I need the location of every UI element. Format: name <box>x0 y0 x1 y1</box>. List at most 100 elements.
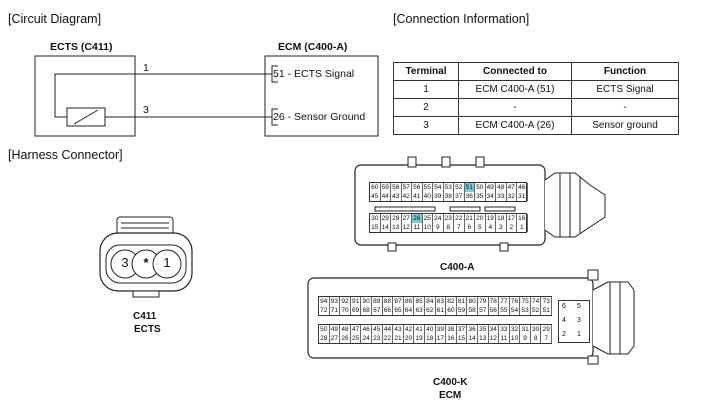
pin-cell: 24 <box>433 214 444 223</box>
c400a-label: C400-A <box>440 262 475 273</box>
connection-table: Terminal Connected to Function 1 ECM C40… <box>393 62 679 135</box>
pin-cell: 54 <box>433 183 444 192</box>
c411-label: C411 <box>133 311 157 322</box>
pin-cell: 46 <box>517 183 528 192</box>
pin-cell: 31 <box>520 325 531 334</box>
table-cell: ECM C400-A (51) <box>458 80 572 99</box>
table-cell: ECTS Signal <box>571 80 679 99</box>
pin-cell: 11 <box>499 334 510 343</box>
pin-cell: 51 <box>541 306 553 315</box>
pin-cell: 48 <box>496 183 507 192</box>
pin-cell: 43 <box>391 192 402 201</box>
pin-cell: 94 <box>319 297 330 306</box>
pin-cell: 86 <box>404 297 415 306</box>
pin-cell: 52 <box>531 306 542 315</box>
c400a-connector <box>354 156 606 252</box>
pin-cell: 47 <box>507 183 517 192</box>
pin-cell: 80 <box>467 297 478 306</box>
pin-cell: 14 <box>381 223 391 232</box>
pin-cell: 60 <box>370 183 381 192</box>
pin-cell: 1 <box>517 223 528 232</box>
col-terminal: Terminal <box>393 62 459 81</box>
pin-cell: 29 <box>381 214 391 223</box>
pin-cell: 66 <box>383 306 394 315</box>
table-cell: Sensor ground <box>571 116 679 135</box>
pin-cell: 6 <box>465 223 475 232</box>
wire-1 <box>54 73 272 117</box>
pin-cell: 25 <box>351 334 362 343</box>
pin-cell: 57 <box>402 183 412 192</box>
c411-connector <box>99 216 193 298</box>
pin-cell: 42 <box>404 325 415 334</box>
pin-cell: 87 <box>393 297 404 306</box>
pin-cell: 88 <box>383 297 394 306</box>
pin-cell: 50 <box>319 325 330 334</box>
circuit-diagram-header: [Circuit Diagram] <box>8 12 102 26</box>
pin-cell: 3 <box>496 223 507 232</box>
pin-cell: 82 <box>446 297 457 306</box>
pin-cell: 14 <box>467 334 478 343</box>
c400k-label: C400-K <box>433 377 468 388</box>
pin-cell: 4 <box>486 223 496 232</box>
pin-cell: 22 <box>383 334 394 343</box>
pin-cell: 77 <box>499 297 510 306</box>
c400k-sublabel: ECM <box>439 390 462 401</box>
pin-cell: 18 <box>425 334 436 343</box>
pin-cell: 83 <box>436 297 447 306</box>
table-cell: - <box>458 98 572 117</box>
pin-cell: 49 <box>486 183 496 192</box>
pin-cell: 67 <box>372 306 383 315</box>
pin-cell: 10 <box>423 223 433 232</box>
ects-box <box>34 55 136 137</box>
pin-cell: 1 <box>577 331 581 338</box>
pin-cell: 7 <box>454 223 465 232</box>
pin-cell: 56 <box>412 183 423 192</box>
pin-cell: 17 <box>436 334 447 343</box>
connection-info-header: [Connection Information] <box>393 12 530 26</box>
pin-cell: 28 <box>319 334 330 343</box>
pin-cell: 7 <box>541 334 553 343</box>
pin-cell: 19 <box>414 334 425 343</box>
pin-cell: 70 <box>340 306 351 315</box>
pin-cell: 30 <box>531 325 542 334</box>
pin-cell: 6 <box>562 303 566 310</box>
wire-1-label: 1 <box>143 62 149 74</box>
pin-cell: 60 <box>446 306 457 315</box>
wire-3-label: 3 <box>143 104 149 116</box>
pin-cell: 52 <box>454 183 465 192</box>
pin-cell: 15 <box>457 334 468 343</box>
pin-cell: 57 <box>478 306 489 315</box>
pin-cell: 53 <box>520 306 531 315</box>
pin-cell: 23 <box>444 214 454 223</box>
pin-cell: 65 <box>393 306 404 315</box>
pin-cell: 85 <box>414 297 425 306</box>
ects-title: ECTS (C411) <box>50 41 113 53</box>
pin-cell: 21 <box>393 334 404 343</box>
pin-cell: 89 <box>372 297 383 306</box>
pin-cell: 49 <box>330 325 341 334</box>
pin-cell: 16 <box>446 334 457 343</box>
table-row: 1 ECM C400-A (51) ECTS Signal <box>393 80 679 99</box>
pin-cell: 55 <box>499 306 510 315</box>
pin-cell: 69 <box>351 306 362 315</box>
pin-cell: 28 <box>391 214 402 223</box>
pin-cell: 46 <box>361 325 372 334</box>
pin-cell: 9 <box>433 223 444 232</box>
pin-cell: 51 <box>464 183 475 192</box>
pin-cell: 32 <box>507 192 517 201</box>
pin-26-label: 26 - Sensor Ground <box>273 111 366 123</box>
table-cell: 1 <box>393 80 459 99</box>
c411-pin-3: 3 <box>121 255 129 270</box>
pin-cell: 17 <box>507 214 517 223</box>
pin-cell: 20 <box>475 214 486 223</box>
